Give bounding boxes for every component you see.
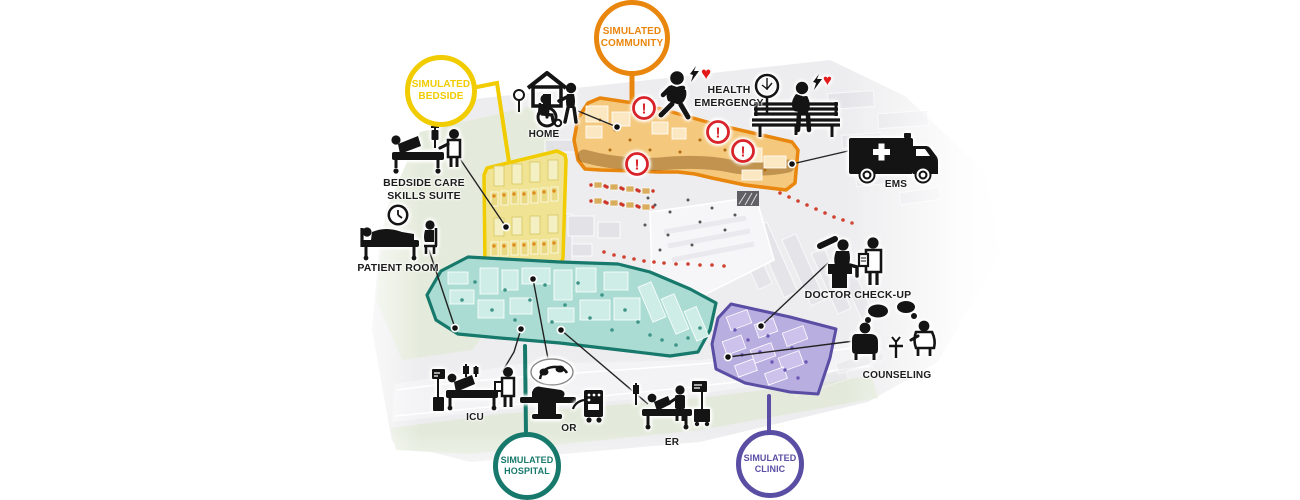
or-table-icon	[520, 386, 576, 419]
zone-badge-bedside-line2: BEDSIDE	[418, 91, 464, 102]
zone-badge-clinic: SIMULATED CLINIC	[736, 430, 804, 498]
health-emergency-runner-icon: ♥	[658, 64, 711, 120]
zone-badge-community: SIMULATED COMMUNITY	[594, 0, 670, 76]
patient-room-label: PATIENT ROOM	[357, 262, 439, 274]
health-emergency-label: HEALTH EMERGENCY	[694, 84, 764, 110]
svg-text:!: !	[635, 157, 640, 174]
zone-bedside-area	[482, 149, 568, 274]
or-anesthesia-cart-icon	[571, 390, 603, 423]
map-fade-bottom	[360, 432, 920, 500]
zone-badge-hospital: SIMULATED HOSPITAL	[493, 432, 561, 500]
zone-badge-bedside: SIMULATED BEDSIDE	[405, 55, 477, 127]
hospital-stem	[523, 344, 528, 436]
bedside-stem	[475, 80, 511, 164]
atrium-plaza	[649, 191, 775, 295]
zone-badge-community-line1: SIMULATED	[602, 25, 662, 37]
ems-ambulance-icon	[849, 133, 938, 184]
callout-connectors	[427, 110, 855, 405]
plaza-people	[602, 191, 854, 268]
zone-hospital-area	[425, 255, 718, 358]
cafe-terrace	[589, 181, 655, 211]
warning-markers: ! ! ! !	[625, 96, 755, 176]
warning-icon: !	[632, 96, 656, 120]
zone-badge-clinic-line2: CLINIC	[754, 464, 786, 474]
ems-label: EMS	[884, 179, 908, 190]
svg-text:♥: ♥	[701, 64, 711, 83]
or-label: OR	[561, 423, 577, 434]
bench-patient-icon: ♥	[752, 72, 840, 137]
zone-badge-hospital-line1: SIMULATED	[500, 455, 554, 466]
svg-text:!: !	[741, 144, 746, 161]
warning-icon: !	[706, 120, 730, 144]
icu-icon	[432, 364, 516, 411]
svg-text:♥: ♥	[823, 72, 832, 89]
counseling-label: COUNSELING	[862, 370, 932, 381]
zone-stems	[475, 71, 771, 436]
or-lamp-icon	[530, 358, 574, 386]
svg-text:!: !	[642, 101, 647, 118]
patient-room-icon	[360, 204, 438, 261]
doctor-checkup-icon	[817, 236, 883, 288]
warning-icon: !	[731, 139, 755, 163]
zone-clinic-area	[710, 302, 838, 396]
bedside-care-label: BEDSIDE CARE SKILLS SUITE	[383, 177, 465, 203]
er-icon	[633, 381, 710, 430]
zone-badge-clinic-line1: SIMULATED	[743, 453, 797, 464]
icu-label: ICU	[466, 412, 484, 423]
er-label: ER	[664, 437, 680, 448]
doctor-checkup-label: DOCTOR CHECK-UP	[804, 289, 912, 301]
home-icon	[513, 71, 578, 128]
warning-icon: !	[625, 152, 649, 176]
svg-text:!: !	[716, 125, 721, 142]
zone-badge-bedside-line1: SIMULATED	[411, 78, 471, 90]
zone-badge-community-line2: COMMUNITY	[600, 38, 664, 49]
zone-badge-hospital-line2: HOSPITAL	[504, 466, 550, 476]
callout-anchor-dots	[450, 122, 797, 362]
counseling-icon	[852, 301, 936, 360]
bedside-care-icon	[391, 126, 462, 174]
home-label: HOME	[528, 129, 560, 140]
